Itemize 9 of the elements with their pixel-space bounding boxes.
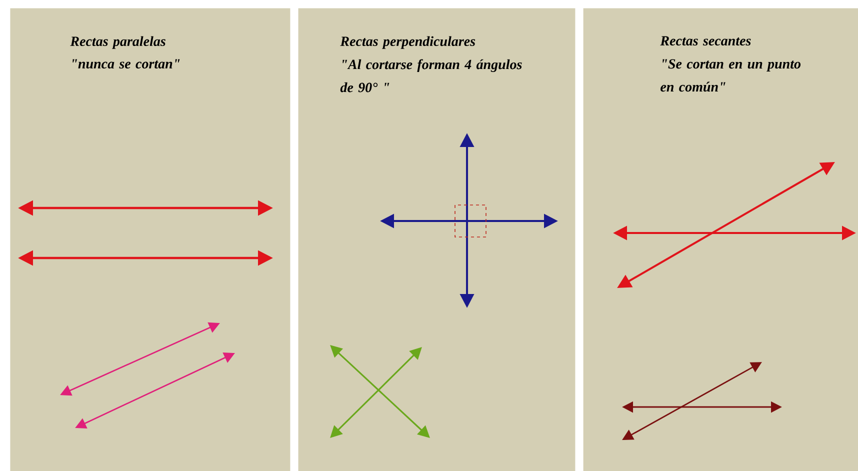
panel-heading: Rectas secantes bbox=[660, 36, 751, 46]
panel bbox=[10, 8, 290, 471]
panel-caption: "nunca se cortan" bbox=[72, 59, 180, 69]
panel bbox=[583, 8, 858, 471]
panel-caption: "Al cortarse forman 4 ángulos de 90° " bbox=[340, 59, 522, 92]
panel bbox=[298, 8, 576, 471]
panel-caption: "Se cortan en un punto en común" bbox=[660, 59, 801, 92]
panel-heading: Rectas paralelas bbox=[70, 36, 166, 49]
panel-heading: Rectas perpendiculares bbox=[340, 36, 476, 49]
